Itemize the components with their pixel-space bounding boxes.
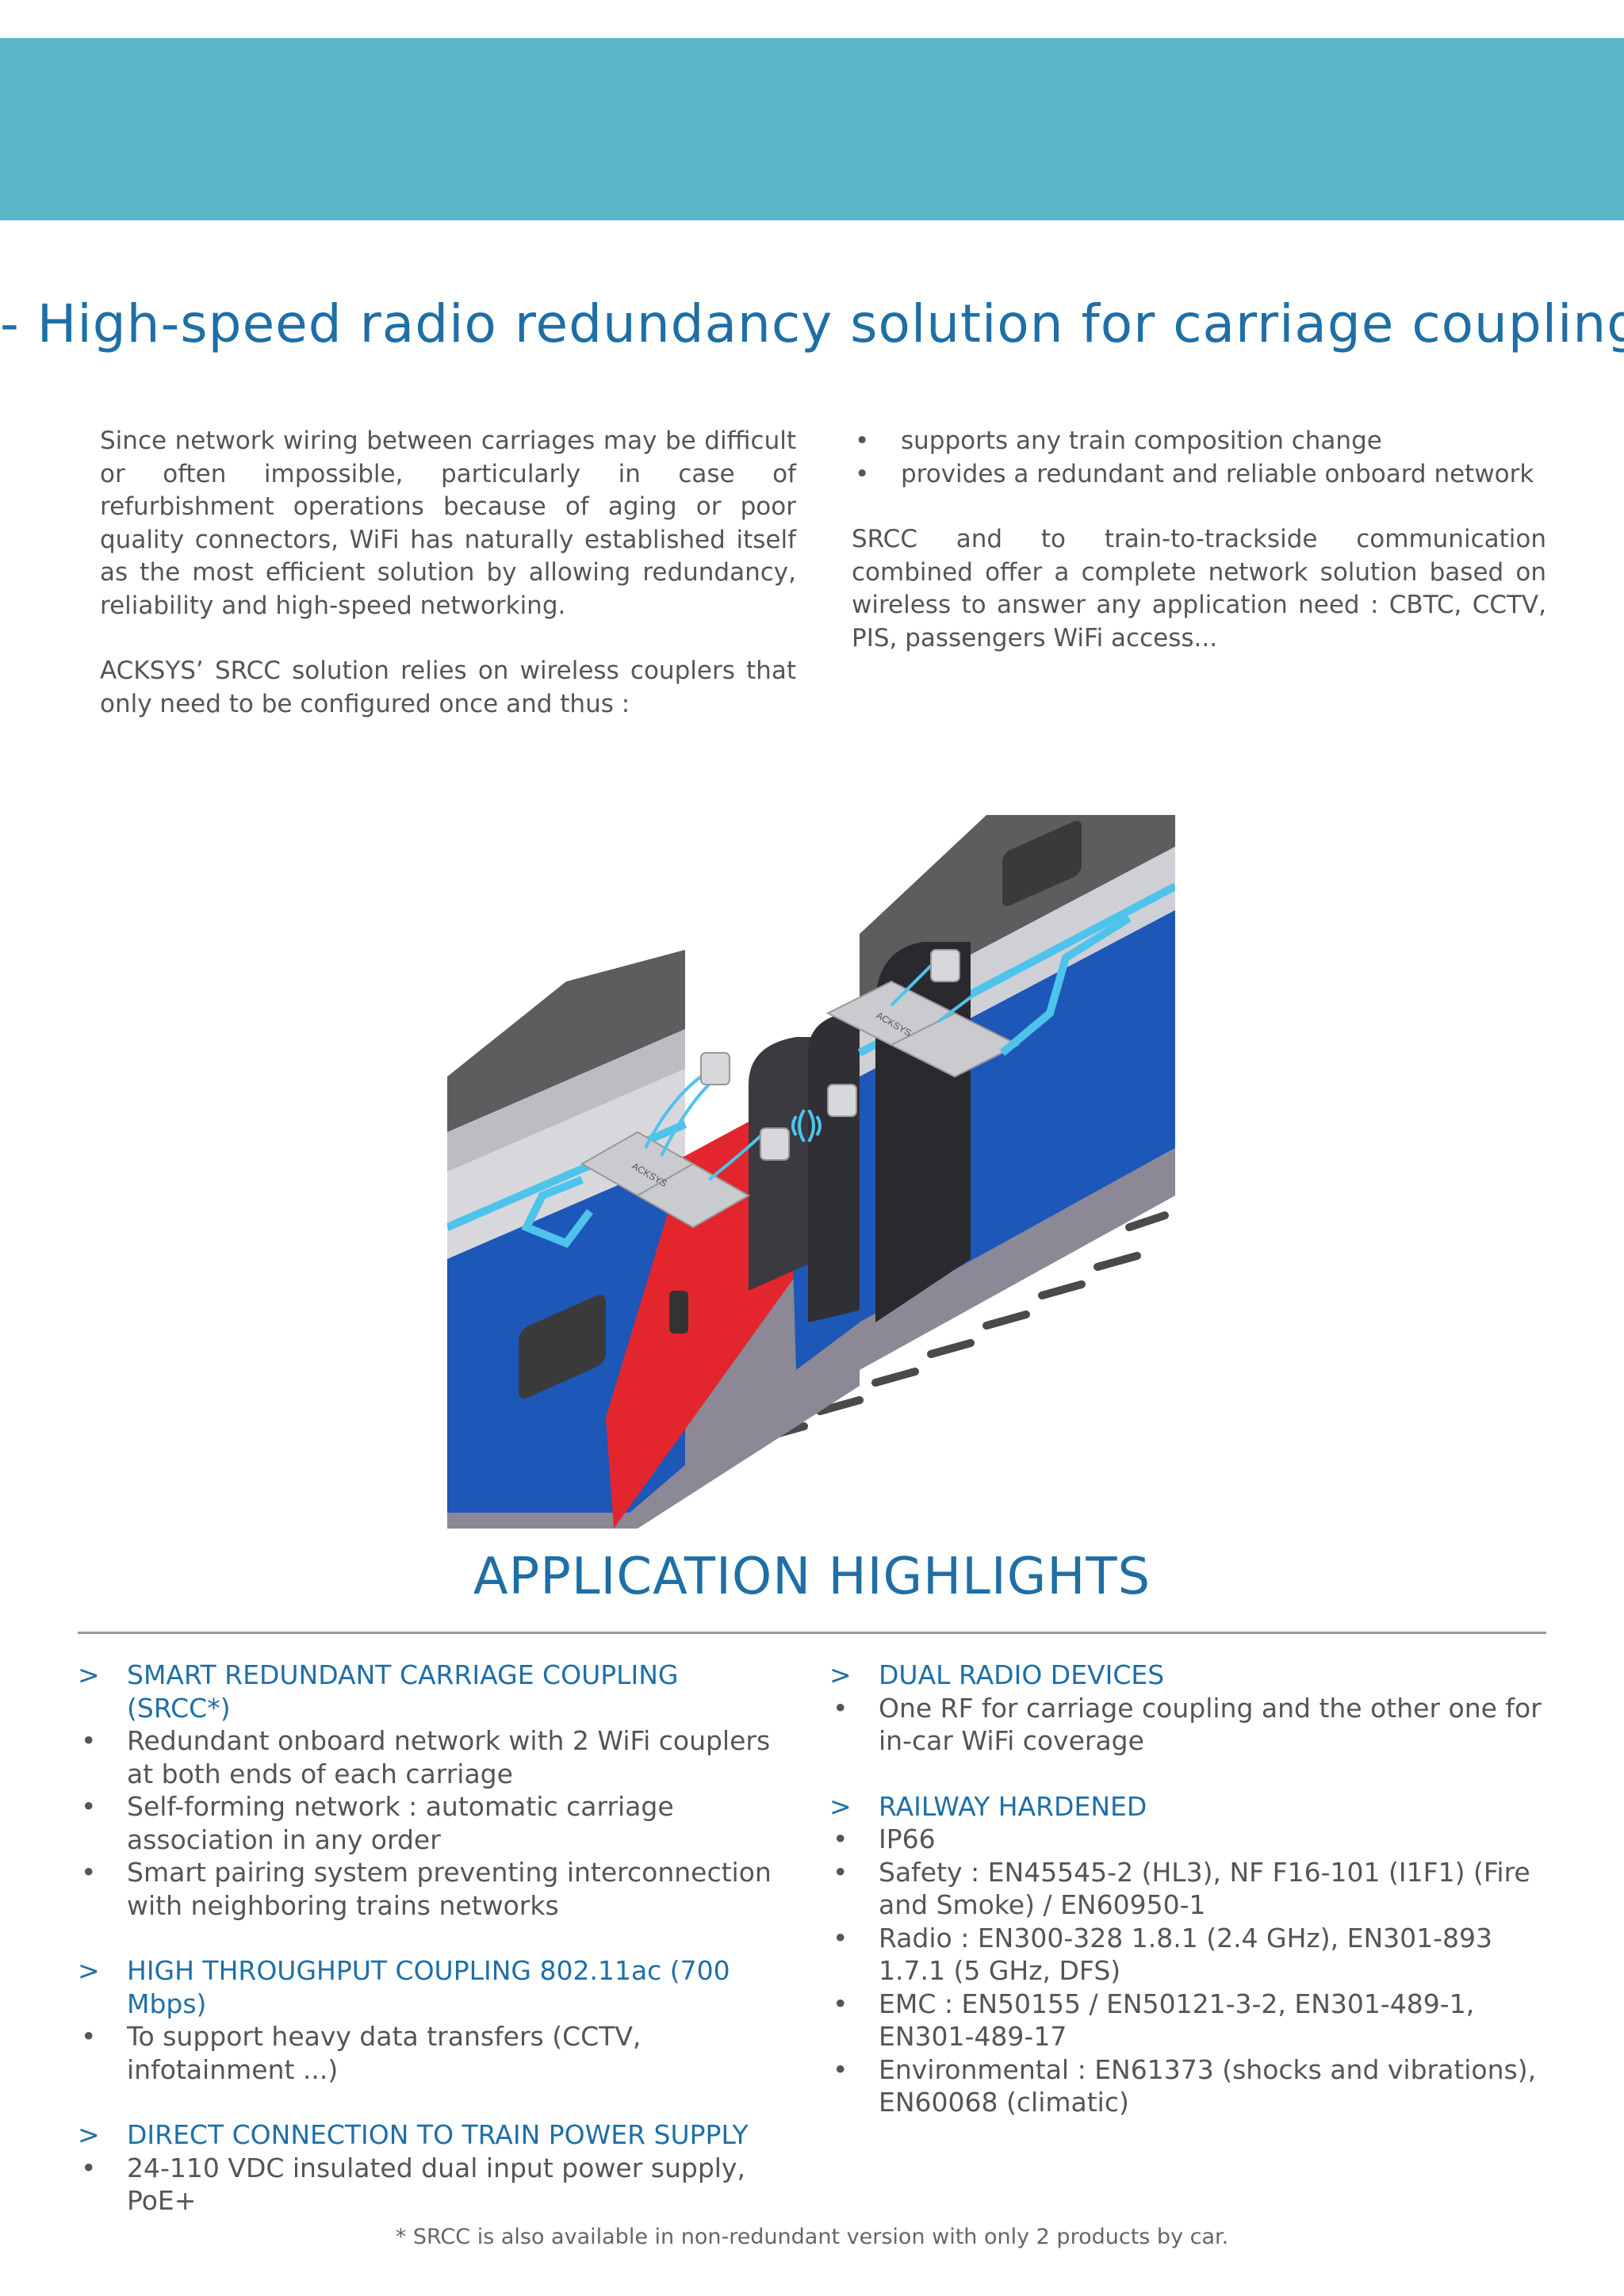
highlight-item: Self-forming network : automatic carriag… — [76, 1790, 790, 1856]
highlight-item: To support heavy data transfers (CCTV, i… — [76, 2020, 790, 2086]
highlight-section: DUAL RADIO DEVICES One RF for carriage c… — [828, 1659, 1542, 1758]
highlight-section: DIRECT CONNECTION TO TRAIN POWER SUPPLY … — [76, 2118, 790, 2218]
page-title: - High-speed radio redundancy solution f… — [0, 293, 1624, 354]
intro-bullet: provides a redundant and reliable onboar… — [852, 458, 1546, 492]
intro-paragraph: SRCC and to train-to-trackside communica… — [852, 525, 1546, 652]
highlight-item: Redundant onboard network with 2 WiFi co… — [76, 1724, 790, 1790]
highlights-left-column: SMART REDUNDANT CARRIAGE COUPLING (SRCC*… — [76, 1659, 790, 2250]
highlight-item: IP66 — [828, 1823, 1542, 1856]
intro-right-column: supports any train composition change pr… — [852, 425, 1546, 687]
intro-left-column: Since network wiring between carriages m… — [100, 425, 796, 753]
gangway — [749, 1013, 875, 1322]
highlight-heading: SMART REDUNDANT CARRIAGE COUPLING (SRCC*… — [76, 1659, 790, 1724]
wifi-couplers: ACKSYS ACKSYS — [521, 914, 1132, 1249]
highlights-divider — [78, 1632, 1546, 1634]
highlight-item: 24-110 VDC insulated dual input power su… — [76, 2152, 790, 2218]
header-band — [0, 38, 1624, 220]
highlight-section: HIGH THROUGHPUT COUPLING 802.11ac (700 M… — [76, 1954, 790, 2086]
right-carriage — [857, 815, 1175, 1370]
train-coupling-illustration: ACKSYS ACKSYS — [447, 815, 1175, 1529]
intro-bullet: supports any train composition change — [852, 425, 1546, 458]
highlight-item: Radio : EN300-328 1.8.1 (2.4 GHz), EN301… — [828, 1922, 1542, 1988]
highlight-heading: DIRECT CONNECTION TO TRAIN POWER SUPPLY — [76, 2118, 790, 2152]
highlight-item: EMC : EN50155 / EN50121-3-2, EN301-489-1… — [828, 1988, 1542, 2053]
highlight-item: Environmental : EN61373 (shocks and vibr… — [828, 2053, 1542, 2119]
highlight-heading: RAILWAY HARDENED — [828, 1790, 1542, 1823]
highlights-right-column: DUAL RADIO DEVICES One RF for carriage c… — [828, 1659, 1542, 2152]
highlights-title: APPLICATION HIGHLIGHTS — [473, 1548, 1151, 1606]
wireless-signal-icon — [791, 1108, 822, 1143]
highlight-section: SMART REDUNDANT CARRIAGE COUPLING (SRCC*… — [76, 1659, 790, 1922]
highlight-heading: HIGH THROUGHPUT COUPLING 802.11ac (700 M… — [76, 1954, 790, 2020]
footnote: * SRCC is also available in non-redundan… — [395, 2225, 1229, 2249]
highlight-section: RAILWAY HARDENED IP66 Safety : EN45545-2… — [828, 1790, 1542, 2119]
highlight-heading: DUAL RADIO DEVICES — [828, 1659, 1542, 1692]
intro-paragraph: Since network wiring between carriages m… — [100, 427, 796, 620]
highlight-item: One RF for carriage coupling and the oth… — [828, 1692, 1542, 1758]
highlight-item: Smart pairing system preventing intercon… — [76, 1856, 790, 1922]
intro-bullet-list: supports any train composition change pr… — [852, 425, 1546, 491]
highlight-item: Safety : EN45545-2 (HL3), NF F16-101 (I1… — [828, 1856, 1542, 1922]
intro-paragraph: ACKSYS’ SRCC solution relies on wireless… — [100, 656, 796, 718]
